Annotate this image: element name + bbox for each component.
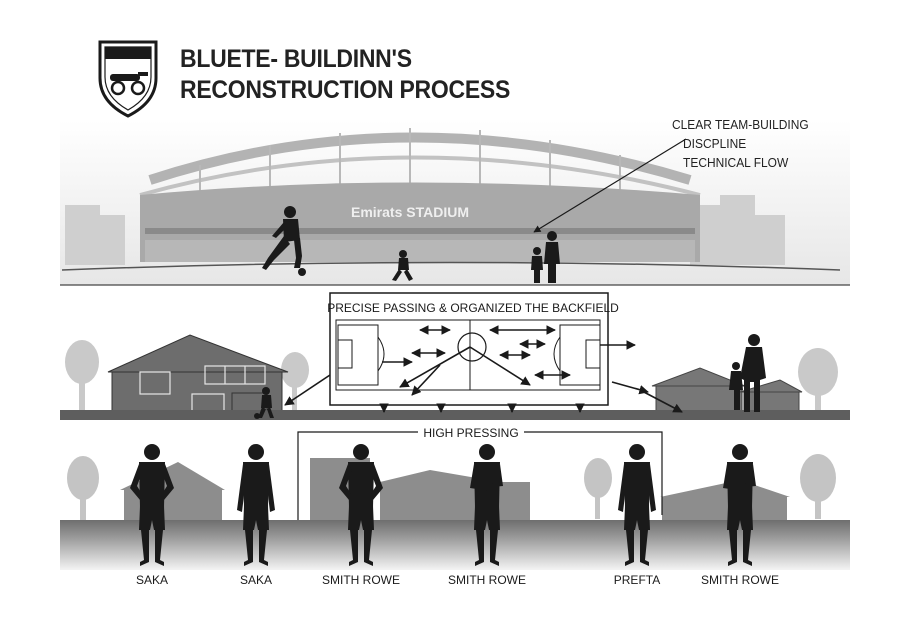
stadium-sign: Emirats STADIUM — [351, 204, 469, 220]
player-label-1: SAKA — [136, 573, 168, 587]
player-label-5: PREFTA — [614, 573, 660, 587]
coach-silhouette — [729, 334, 766, 412]
pitch-label: PRECISE PASSING & ORGANIZED THE BACKFIEL… — [327, 301, 619, 315]
player-silhouette — [130, 444, 174, 566]
player-label-2: SAKA — [240, 573, 272, 587]
child-silhouette — [392, 250, 413, 281]
title-line-2: RECONSTRUCTION PROCESS — [180, 76, 511, 104]
callout-text: CLEAR TEAM-BUILDING DISCPLINE TECHNICAL … — [672, 115, 809, 172]
player-silhouettes — [130, 444, 756, 566]
callout-line-3: TECHNICAL FLOW — [683, 155, 789, 170]
player-silhouette — [339, 444, 383, 566]
spectators-silhouette — [531, 231, 560, 283]
page-title: BLUETE- BUILDINN'S RECONSTRUCTION PROCES… — [180, 44, 510, 106]
player-silhouette — [470, 444, 503, 566]
title-line-1: BLUETE- BUILDINN'S — [180, 45, 412, 73]
pitch-scene: PRECISE PASSING & ORGANIZED THE BACKFIEL… — [60, 292, 850, 420]
callout-line-2: DISCPLINE — [683, 136, 747, 151]
passing-arrows — [284, 325, 683, 413]
pressing-label: HIGH PRESSING — [423, 426, 518, 440]
player-label-3: SMITH ROWE — [322, 573, 400, 587]
callout-line-1: CLEAR TEAM-BUILDING — [672, 117, 809, 132]
player-label-6: SMITH ROWE — [701, 573, 779, 587]
player-silhouette — [237, 444, 275, 566]
kicking-player-silhouette — [262, 206, 306, 276]
cannon-crest-icon — [98, 40, 158, 118]
stadium-scene: Emirats STADIUM — [60, 120, 850, 286]
child-with-ball-silhouette — [254, 387, 274, 419]
player-silhouette — [723, 444, 756, 566]
players-scene: HIGH PRESSING SAKA SAKA SMITH ROWE SMITH… — [60, 424, 850, 587]
player-label-4: SMITH ROWE — [448, 573, 526, 587]
player-silhouette — [618, 444, 656, 566]
